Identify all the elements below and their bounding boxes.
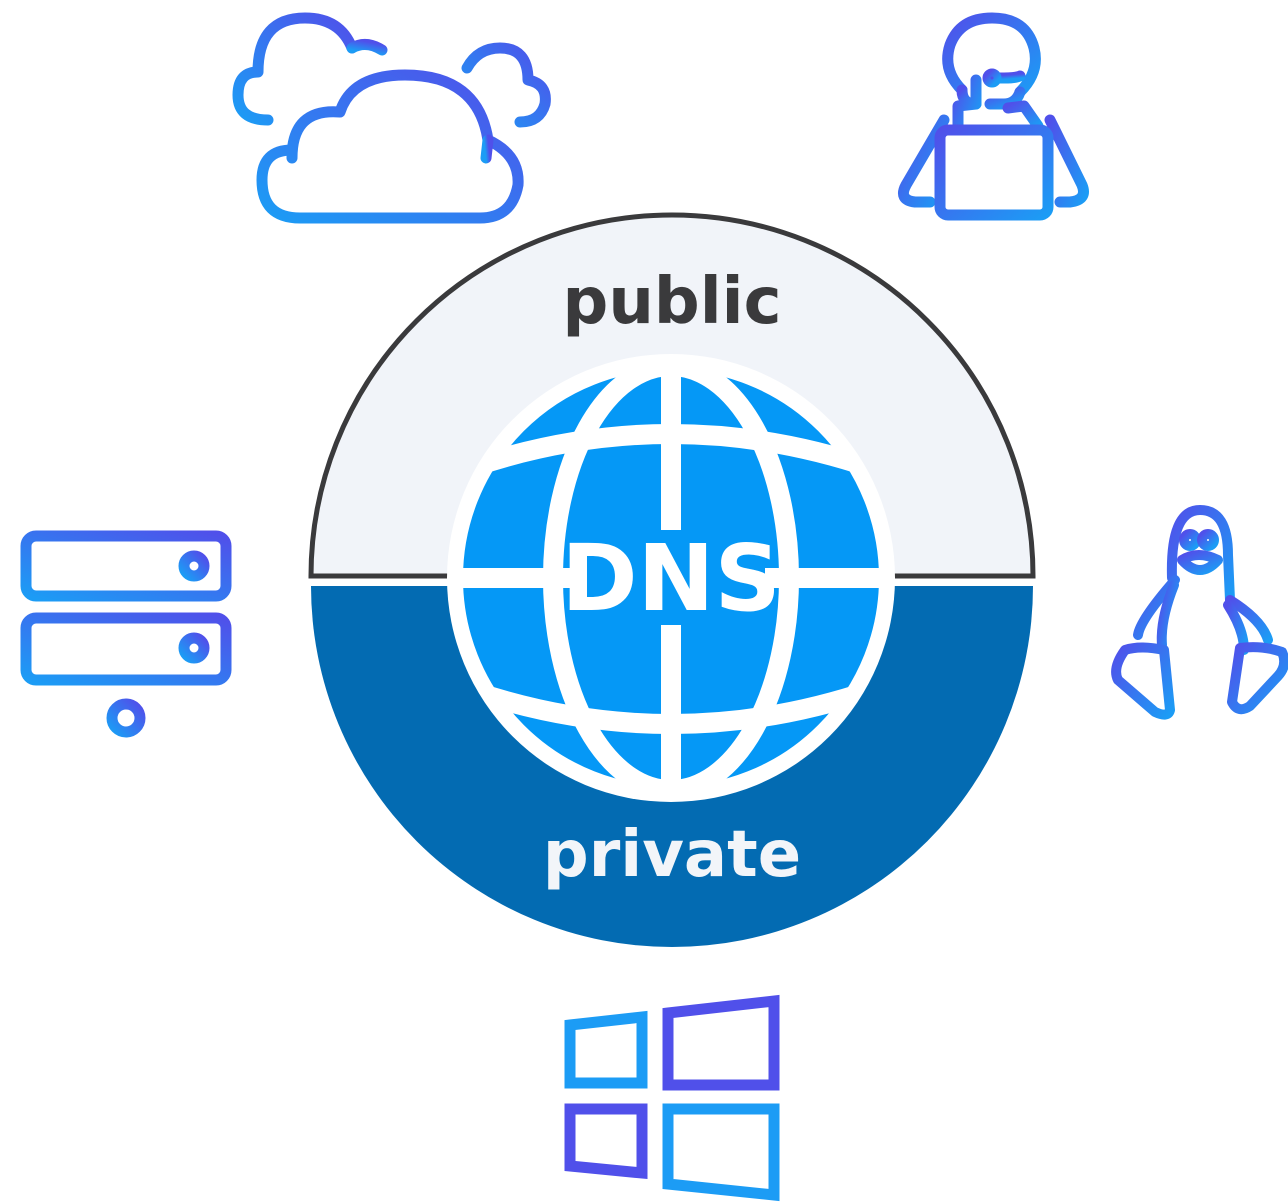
dns-circle: public private DNS [308,212,1036,947]
globe-icon: DNS [447,354,895,802]
linux-penguin-icon [1111,505,1288,720]
server-icon [20,530,232,738]
windows-logo-icon [564,994,780,1202]
cloud-icon [232,12,551,224]
dns-label: DNS [561,525,781,632]
public-label: public [563,265,782,339]
private-label: private [543,818,801,892]
support-agent-icon [898,12,1089,221]
